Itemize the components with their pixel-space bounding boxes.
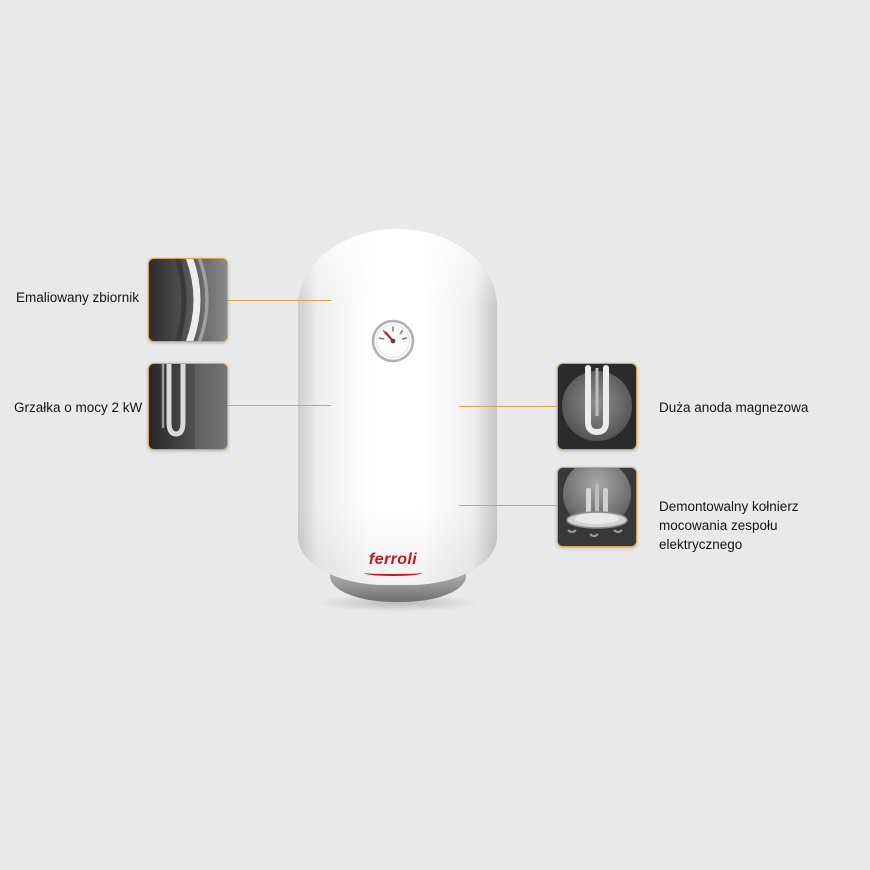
connector-line-flange	[459, 505, 557, 506]
callout-label-flange: Demontowalny kołnierz mocowania zespołu …	[659, 499, 799, 552]
callout-label-anode: Duża anoda magnezowa	[659, 400, 809, 415]
heater-drop-shadow	[316, 594, 480, 612]
thermostat-dial-icon	[371, 319, 415, 363]
brand-logo: ferroli	[355, 551, 431, 576]
anode-detail-image	[557, 363, 637, 450]
connector-line-tank	[227, 300, 331, 301]
brand-logo-text: ferroli	[368, 551, 418, 568]
heating-element-detail-image	[148, 363, 228, 450]
heater-sheen	[298, 229, 497, 585]
water-heater-body	[298, 229, 497, 585]
flange-detail-image	[557, 467, 637, 547]
callout-label-heater: Grzałka o mocy 2 kW	[14, 400, 143, 415]
callout-label-tank: Emaliowany zbiornik	[16, 290, 140, 305]
connector-line-anode	[459, 406, 557, 407]
tank-detail-image	[148, 258, 228, 342]
brand-logo-underline	[364, 570, 422, 576]
connector-line-heater	[227, 405, 331, 406]
